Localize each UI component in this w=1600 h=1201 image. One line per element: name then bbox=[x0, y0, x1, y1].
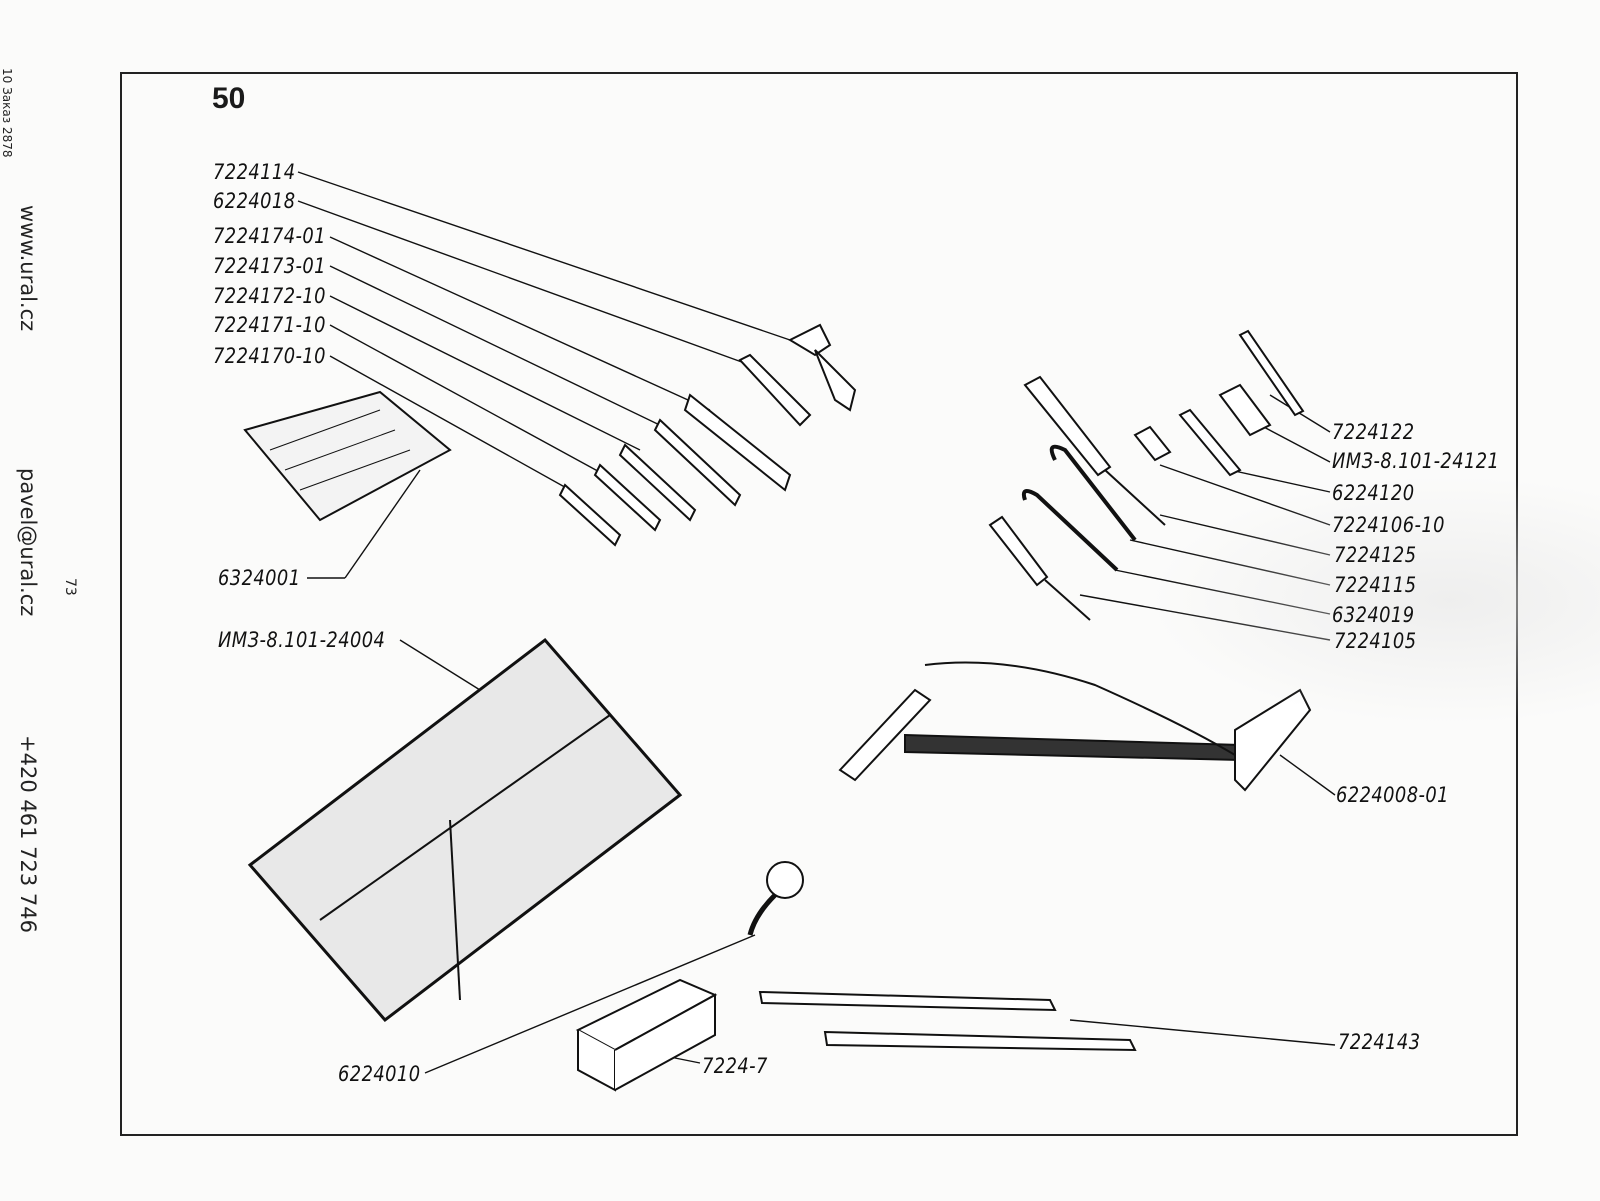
part-label: 7224170-10 bbox=[213, 344, 326, 368]
part-label: 7224114 bbox=[213, 160, 296, 184]
part-label: 7224172-10 bbox=[213, 284, 326, 308]
part-label: 7224105 bbox=[1334, 629, 1417, 653]
patch-box bbox=[575, 978, 718, 1092]
air-pump bbox=[838, 661, 1312, 792]
wrenches bbox=[558, 323, 857, 547]
part-label: 7224174-01 bbox=[213, 224, 326, 248]
part-label: 6224010 bbox=[338, 1062, 421, 1086]
part-label: 6224018 bbox=[213, 189, 296, 213]
part-label: ИМЗ-8.101-24121 bbox=[1332, 449, 1500, 473]
part-label: 7224173-01 bbox=[213, 254, 326, 278]
small-tool-roll bbox=[243, 390, 452, 522]
large-tool-bag bbox=[247, 637, 683, 1023]
tyre-gauge bbox=[747, 861, 804, 936]
part-label: 6324019 bbox=[1332, 603, 1415, 627]
part-label: 7224115 bbox=[1334, 573, 1417, 597]
part-label: 7224143 bbox=[1338, 1030, 1421, 1054]
part-label: 7224-7 bbox=[702, 1054, 768, 1078]
part-label: 7224106-10 bbox=[1332, 513, 1445, 537]
part-label: 7224125 bbox=[1334, 543, 1417, 567]
part-label: 7224171-10 bbox=[213, 313, 326, 337]
part-label: ИМЗ-8.101-24004 bbox=[218, 628, 386, 652]
part-label: 6324001 bbox=[218, 566, 301, 590]
part-label: 6224008-01 bbox=[1336, 783, 1449, 807]
part-label: 6224120 bbox=[1332, 481, 1415, 505]
part-label: 7224122 bbox=[1332, 420, 1415, 444]
